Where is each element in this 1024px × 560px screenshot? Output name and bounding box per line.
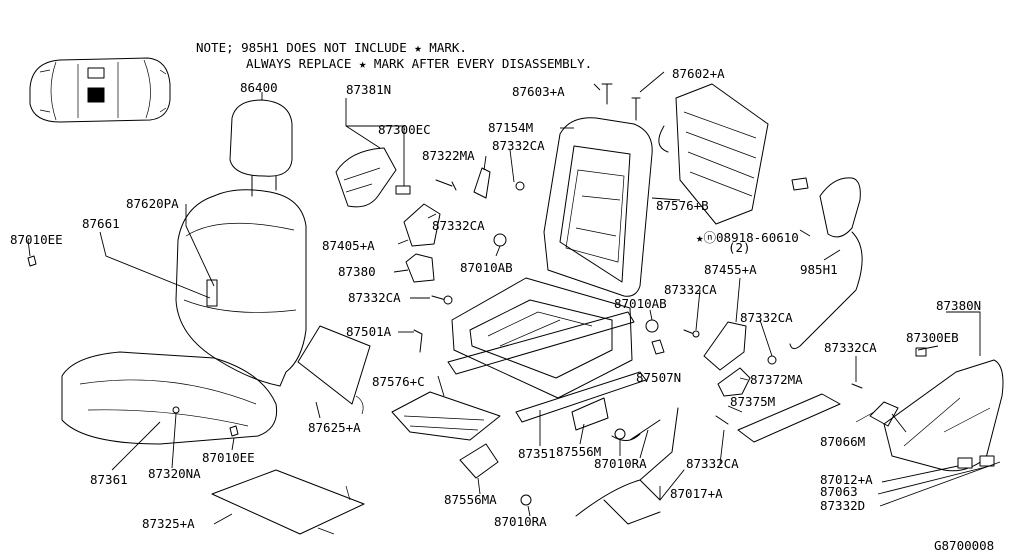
label-87332CA-5: 87332CA: [740, 310, 793, 325]
label-87332CA-4: 87332CA: [664, 282, 717, 297]
cushion-pad-part: [211, 469, 365, 535]
label-87661: 87661: [82, 216, 120, 231]
label-87361: 87361: [90, 472, 128, 487]
bolt-87332CA-6: [715, 415, 729, 425]
side-airbag-part: [789, 177, 863, 350]
recliner-cover-87455-part: [703, 321, 747, 371]
seatback-panel-part: [297, 325, 371, 415]
bracket-87322MA-part: [473, 167, 491, 199]
label-87455A: 87455+A: [704, 262, 757, 277]
label-87010AB-2: 87010AB: [614, 296, 667, 311]
spring-mat-87576B-part: [658, 83, 769, 225]
label-87405A: 87405+A: [322, 238, 375, 253]
label-87556M: 87556M: [556, 444, 601, 459]
seat-motor-part: [855, 401, 899, 427]
spring-mat-87576C-part: [391, 391, 501, 441]
note-line-1: NOTE; 985H1 DOES NOT INCLUDE ★ MARK.: [196, 40, 467, 55]
label-87375M: 87375M: [730, 394, 775, 409]
bolt-87332CA-4: [683, 329, 700, 338]
label-985H1: 985H1: [800, 262, 838, 277]
label-87300EB: 87300EB: [906, 330, 959, 345]
bolt-87332CA-3: [515, 181, 525, 191]
bolt-87603-part: [601, 83, 613, 105]
clip-87507N-part: [651, 339, 665, 355]
label-87603A: 87603+A: [512, 84, 565, 99]
clip-87010RA-2: [520, 494, 532, 506]
label-87017A: 87017+A: [670, 486, 723, 501]
label-87332D: 87332D: [820, 498, 865, 513]
vehicle-locator-icon: [29, 57, 171, 123]
label-87372MA: 87372MA: [750, 372, 803, 387]
clip-87300EB-part: [915, 347, 927, 357]
label-87625A: 87625+A: [308, 420, 361, 435]
slide-rail-part: [447, 311, 647, 423]
seatback-frame-part: [543, 117, 653, 297]
label-87380N: 87380N: [936, 298, 981, 313]
label-87501A: 87501A: [346, 324, 392, 339]
seat-cushion-part: [61, 351, 278, 445]
front-trim-part: [737, 393, 841, 443]
bolt-87332CA-5: [767, 355, 777, 365]
label-87602A: 87602+A: [672, 66, 725, 81]
label-87154M: 87154M: [488, 120, 533, 135]
label-87351: 87351: [518, 446, 556, 461]
bracket-87556MA-part: [459, 443, 499, 479]
label-87010AB-1: 87010AB: [460, 260, 513, 275]
bracket-87405-part: [403, 203, 441, 247]
bolt-87332CA-1: [435, 179, 457, 191]
label-87332CA-2: 87332CA: [432, 218, 485, 233]
label-87332CA-7: 87332CA: [686, 456, 739, 471]
bracket-87380-part: [405, 253, 435, 283]
side-cover-part: [883, 359, 1004, 472]
label-87320NA: 87320NA: [148, 466, 201, 481]
label-87556MA: 87556MA: [444, 492, 497, 507]
label-87063: 87063: [820, 484, 858, 499]
label-87380: 87380: [338, 264, 376, 279]
label-87010RA-1: 87010RA: [594, 456, 647, 471]
recliner-cover-87372MA-part: [717, 367, 751, 397]
back-trim-part: [335, 147, 411, 208]
bolt-87602-part: [631, 97, 641, 121]
bolt-87332CA-7: [851, 383, 863, 389]
label-87066M: 87066M: [820, 434, 865, 449]
seatback-cover-part: [175, 189, 307, 387]
seat-cushion-frame-part: [451, 277, 633, 399]
label-87010RA-2: 87010RA: [494, 514, 547, 529]
label-08918-qty: (2): [728, 240, 751, 255]
label-86400: 86400: [240, 80, 278, 95]
bracket-87556M-part: [571, 397, 609, 431]
clip-87010AB-1: [493, 233, 507, 247]
note-line-2: ALWAYS REPLACE ★ MARK AFTER EVERY DISASS…: [246, 56, 592, 71]
label-87332CA-3: 87332CA: [348, 290, 401, 305]
clip-87010EE-left: [27, 255, 37, 267]
clip-87010EE-lower: [229, 425, 239, 437]
label-87010EE-1: 87010EE: [10, 232, 63, 247]
diagram-code: G8700008: [934, 538, 994, 553]
clip-87010AB-2: [645, 319, 659, 333]
bolt-87332CA-2: [431, 295, 453, 305]
label-87507N: 87507N: [636, 370, 681, 385]
label-87576B: 87576+B: [656, 198, 709, 213]
label-87322MA: 87322MA: [422, 148, 475, 163]
clip-87010RA-1: [614, 428, 626, 440]
label-87332CA-1: 87332CA: [492, 138, 545, 153]
bolt-87501A-part: [413, 329, 423, 353]
label-87332CA-6: 87332CA: [824, 340, 877, 355]
label-08918: ★ⓝ08918-60610: [696, 230, 799, 245]
label-87012A: 87012+A: [820, 472, 873, 487]
label-87010EE-2: 87010EE: [202, 450, 255, 465]
label-87300EC: 87300EC: [378, 122, 431, 137]
label-87576C: 87576+C: [372, 374, 425, 389]
headrest-part: [229, 99, 293, 197]
label-87620PA: 87620PA: [126, 196, 179, 211]
leader-lines: [27, 71, 1001, 525]
label-87325A: 87325+A: [142, 516, 195, 531]
label-87381N: 87381N: [346, 82, 391, 97]
